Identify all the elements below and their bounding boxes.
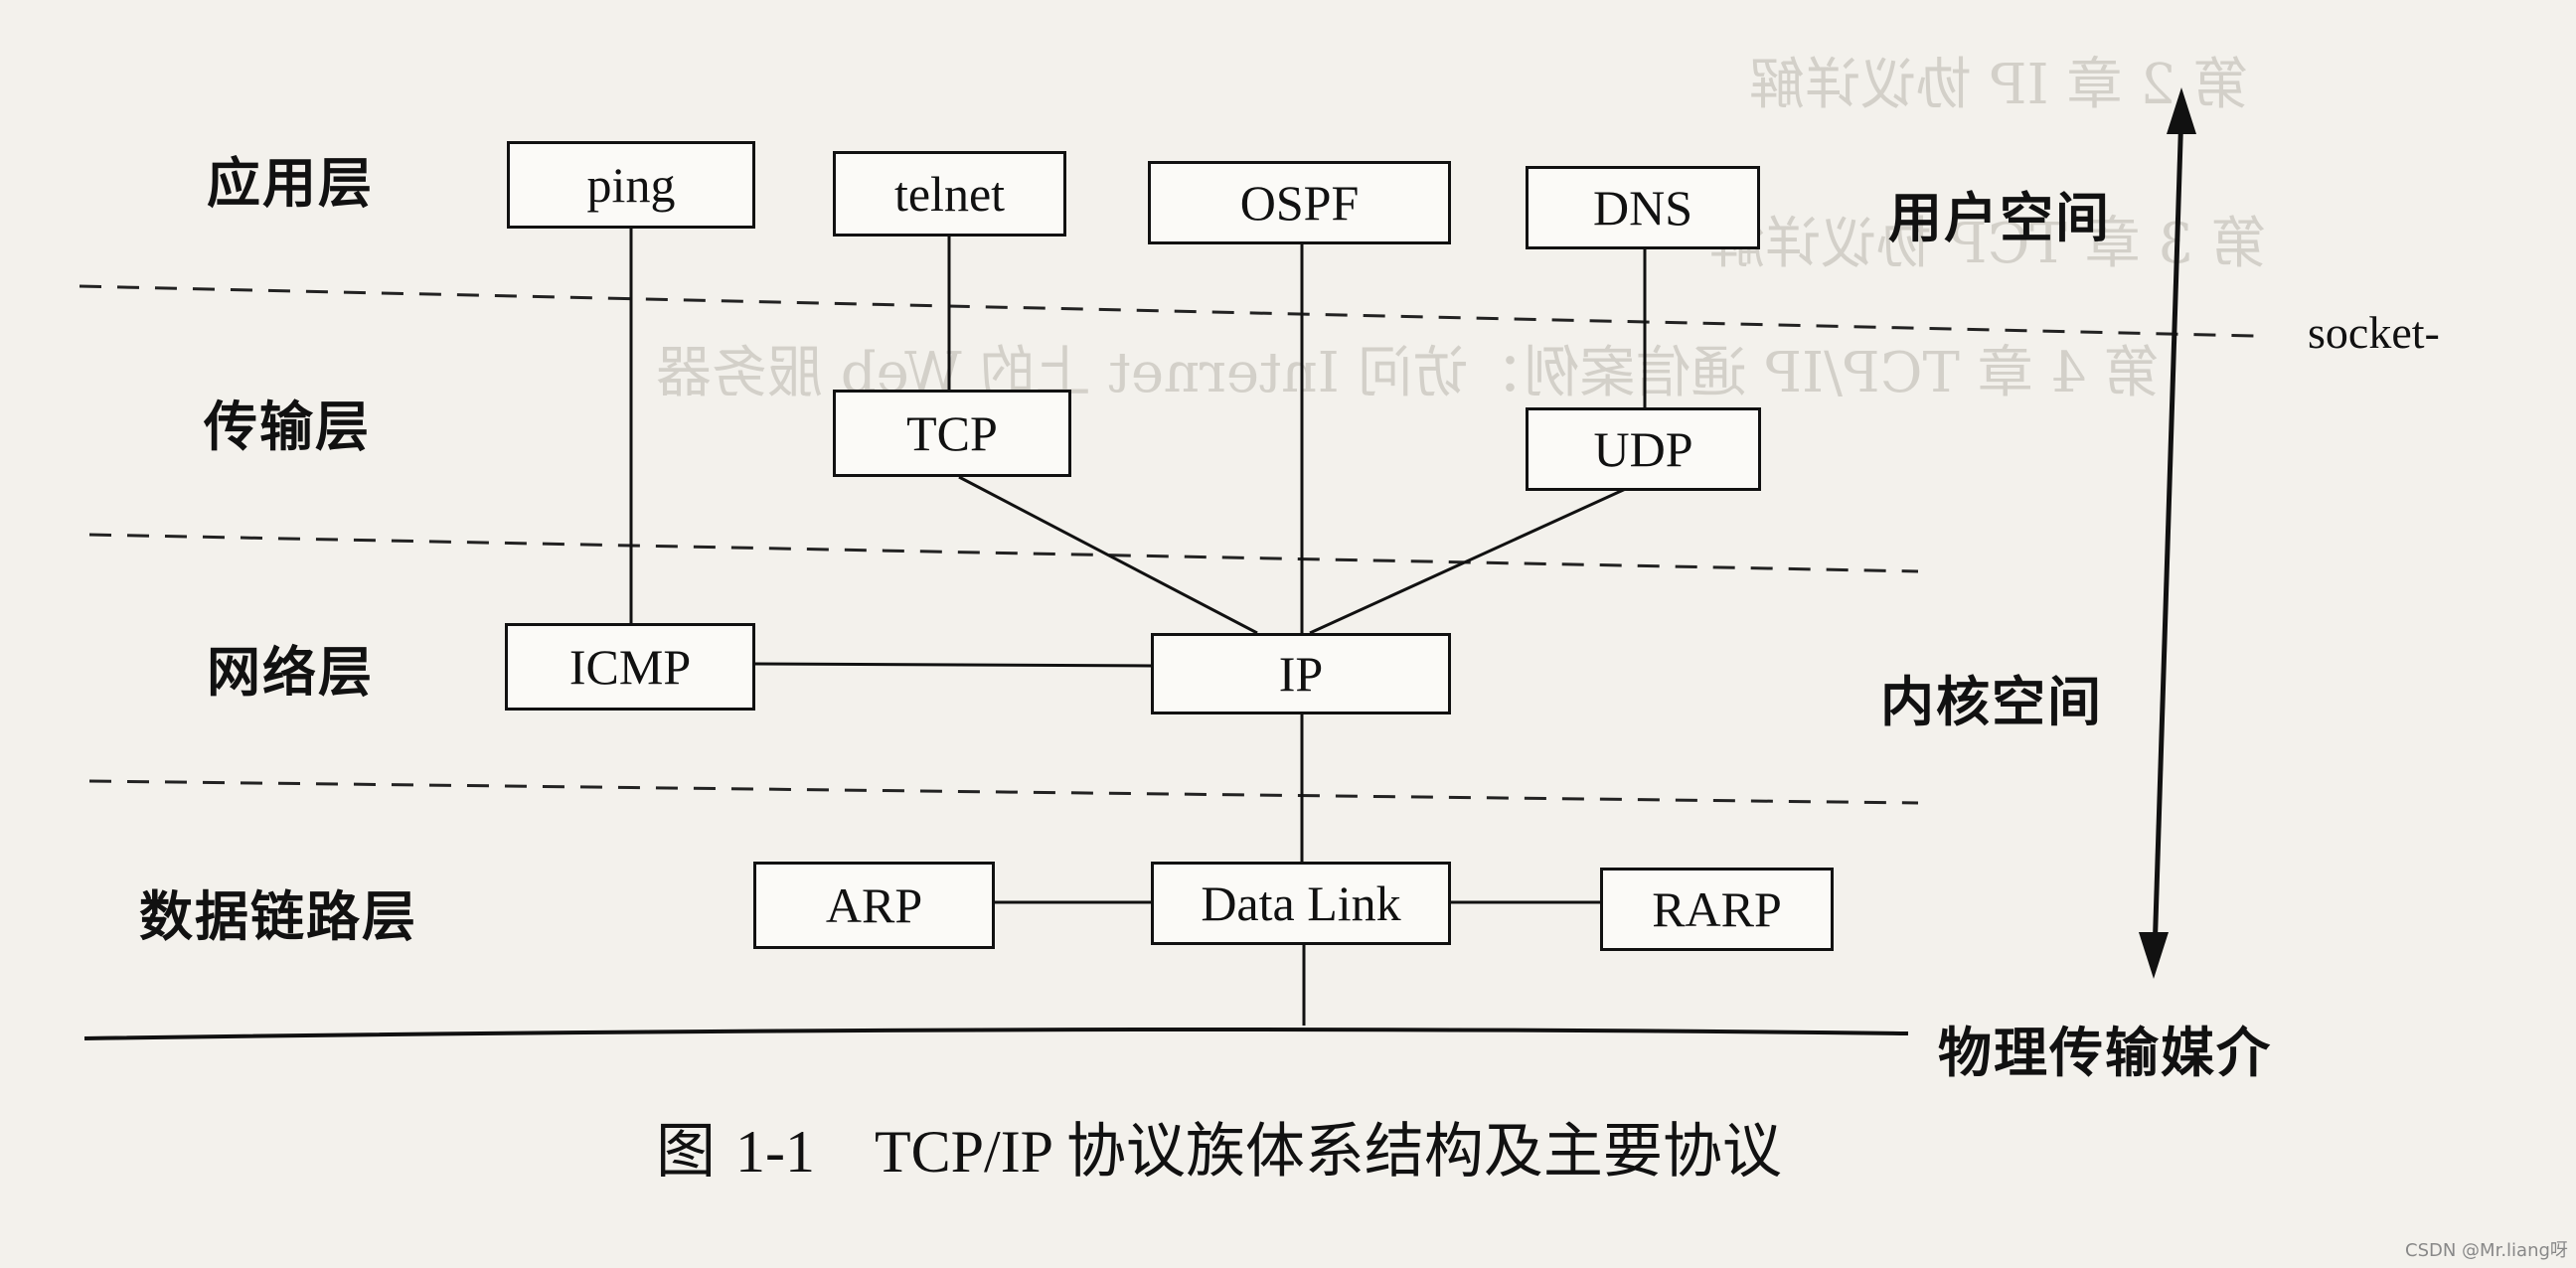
protocol-box-icmp: ICMP (505, 623, 755, 711)
protocol-box-telnet: telnet (833, 151, 1066, 237)
protocol-box-dns: DNS (1526, 166, 1760, 249)
layer-label-datalink: 数据链路层 (139, 885, 417, 948)
caption-prefix: 图 (656, 1119, 716, 1185)
figure-caption: 图 1-1 TCP/IP 协议族体系结构及主要协议 (656, 1103, 1782, 1189)
socket-label: socket- (2308, 307, 2440, 358)
protocol-box-rarp: RARP (1600, 868, 1834, 951)
protocol-box-ospf: OSPF (1148, 161, 1451, 244)
space-arrow-bottom-head (2139, 932, 2169, 979)
layer-label-application: 应用层 (207, 152, 374, 215)
link-tcp-ip (958, 475, 1258, 635)
physical-medium-line (83, 1028, 1909, 1040)
protocol-box-udp: UDP (1526, 407, 1761, 491)
layer-label-transport: 传输层 (204, 396, 371, 458)
protocol-box-data-link: Data Link (1151, 862, 1451, 945)
link-icmp-ip (754, 662, 1154, 668)
user-space-label: 用户空间 (1888, 187, 2111, 249)
watermark: CSDN @Mr.liang呀 (2405, 1240, 2568, 1261)
kernel-space-label: 内核空间 (1880, 671, 2103, 733)
caption-number: 1-1 (735, 1119, 815, 1185)
caption-text: TCP/IP 协议族体系结构及主要协议 (874, 1119, 1782, 1185)
link-udp-ip (1309, 485, 1631, 635)
space-arrow-top-head (2167, 87, 2196, 134)
physical-medium-label: 物理传输媒介 (1938, 1022, 2272, 1084)
protocol-box-tcp: TCP (833, 390, 1071, 477)
separator-transport-network (88, 533, 1919, 573)
space-arrow (2152, 108, 2184, 955)
layer-label-network: 网络层 (207, 641, 374, 704)
protocol-box-arp: ARP (753, 862, 995, 949)
protocol-box-ip: IP (1151, 633, 1451, 714)
separator-app-transport (79, 284, 2257, 338)
separator-network-datalink (88, 779, 1919, 805)
protocol-box-ping: ping (507, 141, 755, 229)
